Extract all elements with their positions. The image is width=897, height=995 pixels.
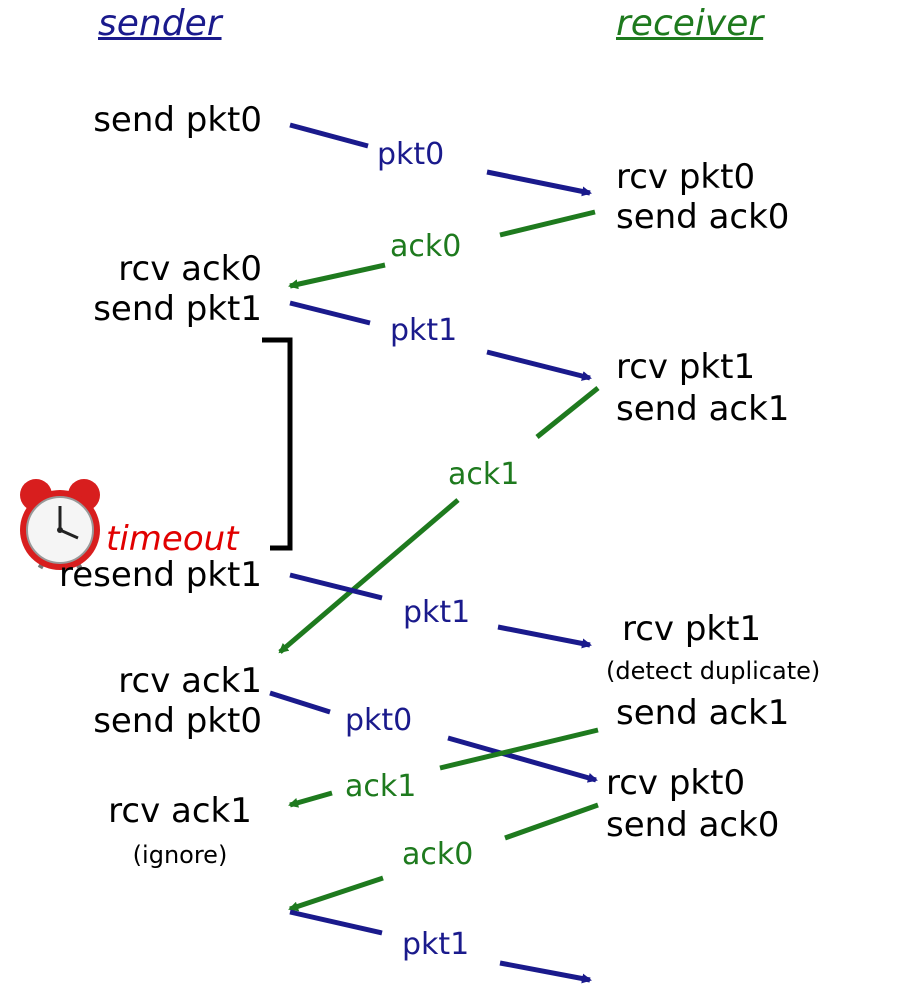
sender-event-send-pkt0: send pkt0 [93, 100, 262, 140]
receiver-event-rcv-pkt0: rcv pkt0 [616, 157, 756, 197]
timeout-label: timeout [106, 519, 239, 559]
receiver-event-send-ack0: send ack0 [616, 197, 790, 237]
message-label-ack0: ack0 [390, 229, 462, 264]
message-label-pkt0-2: pkt0 [345, 703, 413, 738]
receiver-event-rcv-pkt0-2: rcv pkt0 [606, 763, 746, 803]
arrow-ack0-2 [288, 802, 599, 912]
sender-event-send-pkt0-2: send pkt0 [93, 701, 262, 741]
message-label-pkt1-resend: pkt1 [403, 595, 471, 630]
arrow-ack0-1 [288, 209, 596, 290]
receiver-event-rcv-pkt1-2: rcv pkt1 [622, 609, 762, 649]
sender-event-rcv-ack1: rcv ack1 [118, 661, 262, 701]
receiver-event-send-ack1-2: send ack1 [616, 693, 790, 733]
alarm-clock-icon [20, 479, 100, 570]
receiver-header: receiver [616, 3, 764, 44]
arrow-pkt1-2 [289, 572, 592, 649]
sender-event-rcv-ack1-2: rcv ack1 [108, 791, 252, 831]
receiver-event-rcv-pkt1: rcv pkt1 [616, 347, 756, 387]
sender-header: sender [98, 3, 222, 44]
sender-event-ignore: (ignore) [132, 841, 228, 869]
arrow-pkt0-1 [289, 122, 592, 197]
receiver-event-send-ack1: send ack1 [616, 389, 790, 429]
message-label-pkt1: pkt1 [390, 313, 458, 348]
arrow-pkt0-2 [269, 690, 598, 783]
arrow-ack1-1 [278, 386, 600, 654]
message-label-pkt0: pkt0 [377, 137, 445, 172]
receiver-event-send-ack0-2: send ack0 [606, 805, 780, 845]
receiver-event-detect-duplicate: (detect duplicate) [606, 657, 821, 685]
arrow-pkt1-1 [289, 300, 592, 381]
sender-event-send-pkt1: send pkt1 [93, 289, 262, 329]
message-label-ack1: ack1 [448, 457, 520, 492]
message-label-ack1-2: ack1 [345, 769, 417, 804]
arrow-pkt1-3 [289, 909, 592, 984]
sender-event-rcv-ack0: rcv ack0 [118, 249, 262, 289]
message-label-pkt1-3: pkt1 [402, 927, 470, 962]
sender-event-resend-pkt1: resend pkt1 [59, 555, 262, 595]
timeout-bracket [262, 337, 293, 551]
arrow-ack1-2 [288, 727, 599, 808]
message-label-ack0-2: ack0 [402, 837, 474, 872]
